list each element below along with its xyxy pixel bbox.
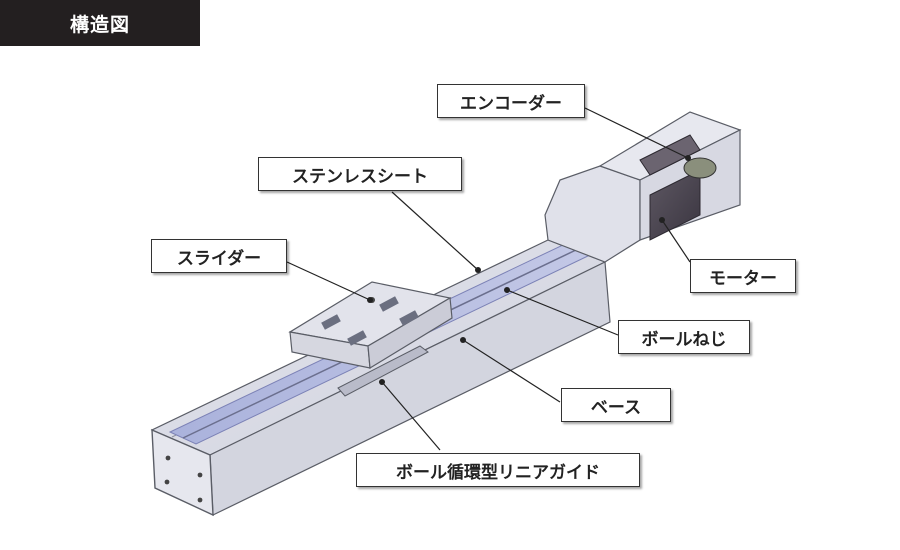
label-motor: モーター — [690, 259, 796, 293]
slider-block — [288, 281, 453, 397]
label-slider: スライダー — [151, 239, 287, 273]
motor-housing — [544, 111, 742, 263]
label-base: ベース — [561, 388, 671, 422]
section-title: 構造図 — [0, 0, 200, 46]
leader-base — [462, 339, 561, 403]
leader-linear-guide — [381, 381, 441, 451]
label-linear-guide: ボール循環型リニアガイド — [356, 453, 640, 487]
leader-ball-screw — [506, 289, 619, 336]
encoder — [683, 157, 717, 179]
label-stainless-sheet: ステンレスシート — [258, 157, 462, 191]
leader-stainless-sheet — [391, 191, 479, 271]
leader-motor — [661, 219, 691, 263]
label-encoder: エンコーダー — [437, 84, 585, 118]
label-ball-screw: ボールねじ — [618, 320, 750, 354]
leader-slider — [286, 261, 371, 301]
leader-encoder — [584, 107, 689, 159]
